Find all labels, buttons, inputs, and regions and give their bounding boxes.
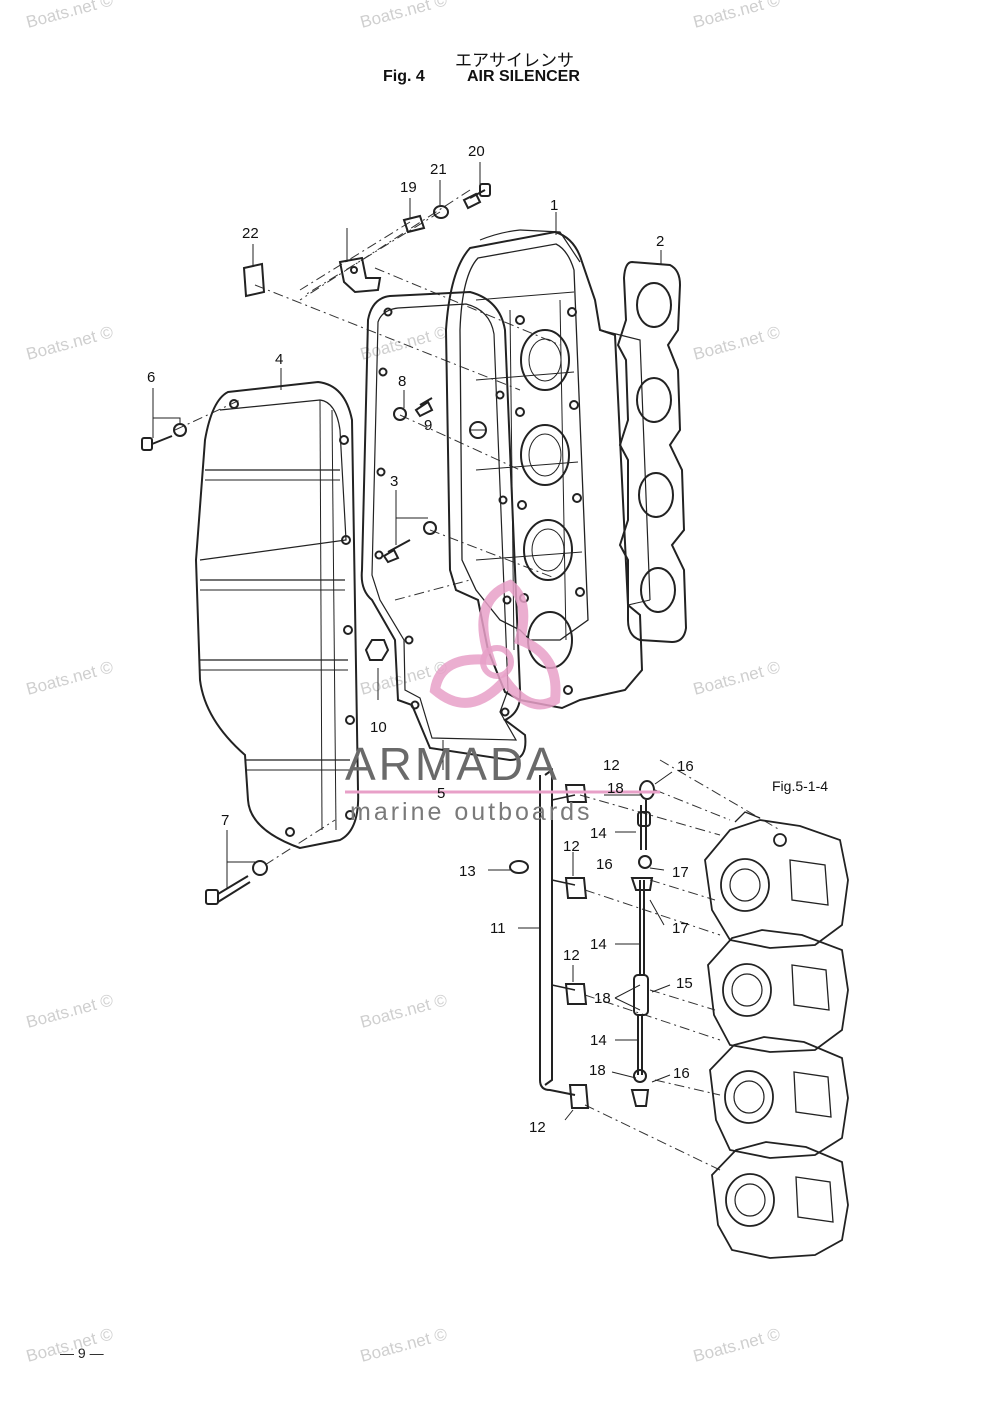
watermark-text: Boats.net © <box>691 1324 782 1366</box>
callout-label: 14 <box>590 936 607 953</box>
air-silencer-cover <box>194 380 360 850</box>
callout-label: 17 <box>672 920 689 937</box>
callout-label: 8 <box>398 373 406 390</box>
carburetor-assemblies <box>704 811 849 1259</box>
carburetor-1 <box>704 811 849 949</box>
callout-label: 14 <box>590 825 607 842</box>
callout-label: 2 <box>656 233 664 250</box>
reference-label: Fig.5-1-4 <box>772 778 828 794</box>
callout-label: 5 <box>437 785 445 802</box>
callout-label: 17 <box>672 864 689 881</box>
callout-label: 16 <box>673 1065 690 1082</box>
callout-label: 21 <box>430 161 447 178</box>
watermark-text: Boats.net © <box>358 990 449 1032</box>
callout-labels: 1 2 3 4 5 6 7 8 9 10 11 12 12 12 12 13 1… <box>147 143 828 1136</box>
silencer-body <box>444 229 651 710</box>
callout-label: 7 <box>221 812 229 829</box>
watermark-text: Boats.net © <box>358 0 449 32</box>
callout-label: 12 <box>603 757 620 774</box>
callout-label: 19 <box>400 179 417 196</box>
callout-label: 15 <box>676 975 693 992</box>
callout-label: 18 <box>607 780 624 797</box>
watermark-text: Boats.net © <box>24 322 115 364</box>
callout-label: 18 <box>594 990 611 1007</box>
callout-label: 6 <box>147 369 155 386</box>
callout-label: 1 <box>550 197 558 214</box>
title-japanese: エアサイレンサ <box>455 51 574 71</box>
gasket <box>360 290 527 762</box>
callout-label: 10 <box>370 719 387 736</box>
throttle-linkage <box>539 768 655 1109</box>
carburetor-4 <box>711 1141 849 1259</box>
propeller-hub-icon <box>480 645 514 679</box>
figure-title: AIR SILENCER <box>467 68 580 85</box>
callout-label: 18 <box>589 1062 606 1079</box>
watermark-text: Boats.net © <box>691 657 782 699</box>
watermark-text: Boats.net © <box>358 322 449 364</box>
page-number: — 9 — <box>60 1345 104 1361</box>
carburetor-3 <box>709 1036 849 1159</box>
callout-label: 3 <box>390 473 398 490</box>
brand-watermark: ARMADA marine outboards <box>345 579 660 826</box>
callout-label: 13 <box>459 863 476 880</box>
watermark-text: Boats.net © <box>691 322 782 364</box>
callout-label: 4 <box>275 351 283 368</box>
watermark-text: Boats.net © <box>691 0 782 32</box>
brand-name: ARMADA <box>345 738 560 790</box>
callout-label: 16 <box>596 856 613 873</box>
figure-label: Fig. 4 <box>383 68 425 85</box>
flange-gasket <box>616 260 688 644</box>
callout-label: 12 <box>563 838 580 855</box>
carburetor-2 <box>707 929 849 1053</box>
callout-label: 14 <box>590 1032 607 1049</box>
watermark-text: Boats.net © <box>24 990 115 1032</box>
site-watermarks: Boats.net © Boats.net © Boats.net © Boat… <box>24 0 782 1366</box>
assembly-lines <box>174 189 781 1171</box>
hardware-parts <box>141 183 529 905</box>
watermark-text: Boats.net © <box>24 0 115 32</box>
callout-label: 20 <box>468 143 485 160</box>
brand-tagline: marine outboards <box>350 798 593 826</box>
callout-label: 12 <box>529 1119 546 1136</box>
callout-label: 22 <box>242 225 259 242</box>
watermark-text: Boats.net © <box>24 657 115 699</box>
callout-label: 16 <box>677 758 694 775</box>
callout-label: 12 <box>563 947 580 964</box>
callout-label: 9 <box>424 417 432 434</box>
leader-lines <box>152 162 673 1121</box>
callout-label: 11 <box>490 920 506 937</box>
watermark-text: Boats.net © <box>358 1324 449 1366</box>
propeller-logo-icon <box>429 579 561 710</box>
